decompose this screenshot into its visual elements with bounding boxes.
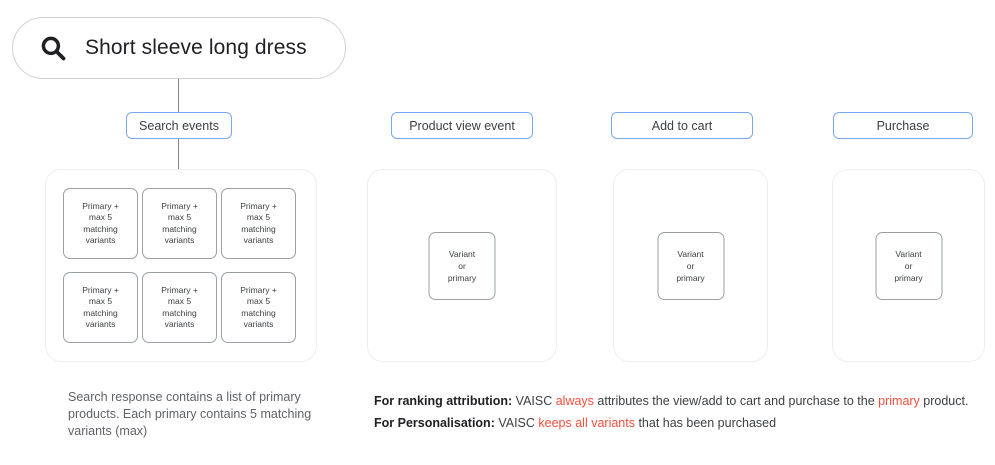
card-text-line: primary [894,272,923,283]
card-text-line: primary [447,272,477,283]
card-text-line: or [686,260,695,271]
attribution-note-line: For Personalisation: VAISC keeps all var… [374,412,984,434]
card-text-line: matching [241,223,276,234]
attribution-note-line: For ranking attribution: VAISC always at… [374,390,984,412]
note-highlight: always [555,394,594,408]
card-text-line: matching [162,307,197,318]
note-text: VAISC [512,394,556,408]
note-highlight: primary [878,394,920,408]
badge-add-to-cart[interactable]: Add to cart [611,112,753,139]
card-text-line: max 5 [246,296,271,306]
card-text-line: variants [164,235,195,245]
card-text-line: Primary + [82,284,119,295]
card-text-line: or [904,260,913,271]
connector-line-search-to-badge [178,79,179,112]
card-text-line: max 5 [88,212,113,222]
card-text-line: matching [241,307,276,318]
card-text-line: Variant [448,248,476,259]
card-text-line: Primary + [240,284,277,295]
badge-search-events[interactable]: Search events [126,112,232,139]
note-text: VAISC [494,416,539,430]
attribution-notes: For ranking attribution: VAISC always at… [374,390,984,434]
card-text-line: max 5 [167,296,192,306]
card-text-line: matching [83,223,118,234]
card-text-line: Primary + [161,200,198,211]
badge-product-view-event[interactable]: Product view event [391,112,533,139]
search-query-text: Short sleeve long dress [85,36,307,59]
search-icon [41,36,66,61]
card-text-line: Primary + [161,284,198,295]
card-text-line: primary [676,272,705,283]
card-text-line: variants [243,319,274,329]
card-text-line: Primary + [240,200,277,211]
card-text-line: max 5 [167,212,192,222]
note-label: For ranking attribution: [374,394,513,408]
card-text-line: matching [83,307,118,318]
note-text: attributes the view/add to cart and purc… [593,394,879,408]
card-text-line: Primary + [82,200,119,211]
note-label: For Personalisation: [374,416,495,430]
card-text-line: variants [85,235,116,245]
card-text-line: max 5 [88,296,113,306]
card-text-line: variants [243,235,274,245]
note-text: that has been purchased [634,416,777,430]
card-text-line: or [458,260,466,271]
card-text-line: variants [164,319,195,329]
note-highlight: keeps all variants [538,416,635,430]
search-box[interactable]: Short sleeve long dress [12,17,346,79]
card-text-line: Variant [895,248,922,259]
note-text: product. [919,394,969,408]
card-text-line: max 5 [246,212,271,222]
caption-search-response: Search response contains a list of prima… [68,390,312,438]
card-text-line: variants [85,319,116,329]
badge-purchase[interactable]: Purchase [833,112,973,139]
card-text-line: matching [162,223,197,234]
card-text-line: Variant [677,248,704,259]
connector-line-badge-to-container [178,139,179,170]
